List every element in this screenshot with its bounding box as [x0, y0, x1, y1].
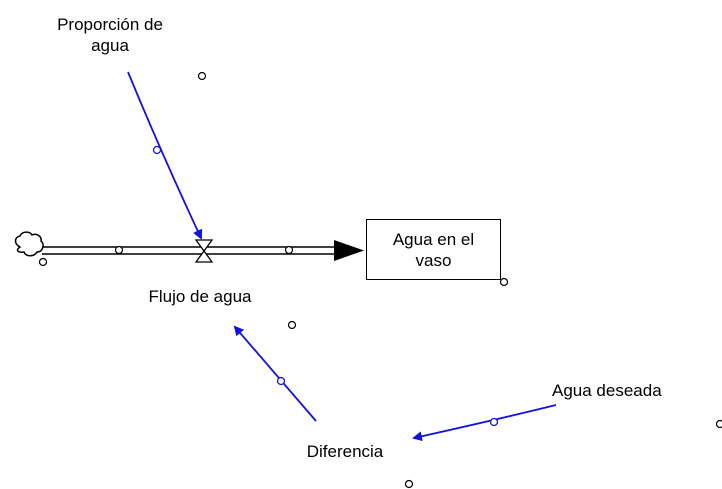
flow-handle-left[interactable] [114, 245, 124, 255]
stock-handle[interactable] [499, 277, 509, 287]
stock-label-line1: Agua en el [392, 229, 475, 249]
cloud-icon [14, 231, 44, 257]
stock-agua-en-el-vaso[interactable]: Agua en el vaso [366, 219, 501, 280]
variable-flujo-de-agua[interactable]: Flujo de agua [148, 287, 252, 306]
proporcion-label-line2: agua [91, 36, 129, 55]
flow-handle-right[interactable] [284, 245, 294, 255]
valve-icon[interactable] [194, 239, 214, 263]
variable-diferencia[interactable]: Diferencia [306, 442, 384, 461]
proporcion-label-line1: Proporción de [57, 15, 163, 34]
variable-proporcion-de-agua[interactable]: Proporción de agua [20, 14, 200, 56]
link-diferencia-to-flujo[interactable] [233, 325, 317, 422]
link-proporcion-to-flujo[interactable] [127, 71, 203, 240]
stock-label-line2: vaso [415, 250, 452, 270]
link-deseada-to-diferencia[interactable] [412, 404, 557, 442]
flujo-handle[interactable] [287, 320, 297, 330]
diferencia-handle[interactable] [404, 479, 414, 489]
cloud-handle[interactable] [38, 257, 48, 267]
proporcion-handle[interactable] [197, 71, 207, 81]
flow-arrowhead [334, 240, 364, 261]
variable-agua-deseada[interactable]: Agua deseada [552, 381, 662, 400]
deseada-handle[interactable] [715, 419, 722, 429]
